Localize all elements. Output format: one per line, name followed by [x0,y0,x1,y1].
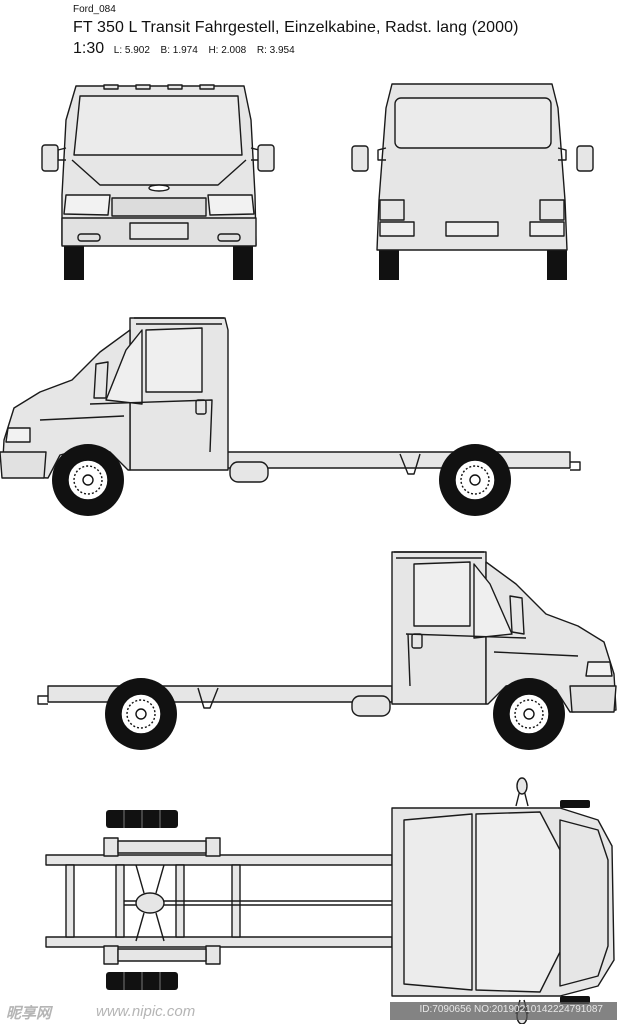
watermark-brand: 昵享网 [6,1005,52,1022]
dim-width: B: 1.974 [160,45,198,56]
watermark-id: ID:7090656 NO:20190210142224791087 [419,1004,604,1015]
scale-ratio: 1:30 [73,40,105,57]
watermark-bar: 昵享网 www.nipic.com ID:7090656 NO:20190210… [0,1002,617,1022]
dim-height: H: 2.008 [208,45,247,56]
page-title: FT 350 L Transit Fahrgestell, Einzelkabi… [73,19,519,36]
model-code: Ford_084 [73,4,116,15]
right-side-view [37,551,617,750]
scale-dimensions: 1:30 L: 5.902 B: 1.974 H: 2.008 R: 3.954 [73,40,302,58]
watermark-id-background [390,1002,617,1020]
rear-view [351,83,594,280]
top-view [45,777,615,1024]
watermark-url: www.nipic.com [96,1003,196,1020]
dim-wheelbase: R: 3.954 [256,45,295,56]
dim-length: L: 5.902 [113,45,150,56]
front-view [41,84,275,280]
left-side-view [0,317,581,516]
